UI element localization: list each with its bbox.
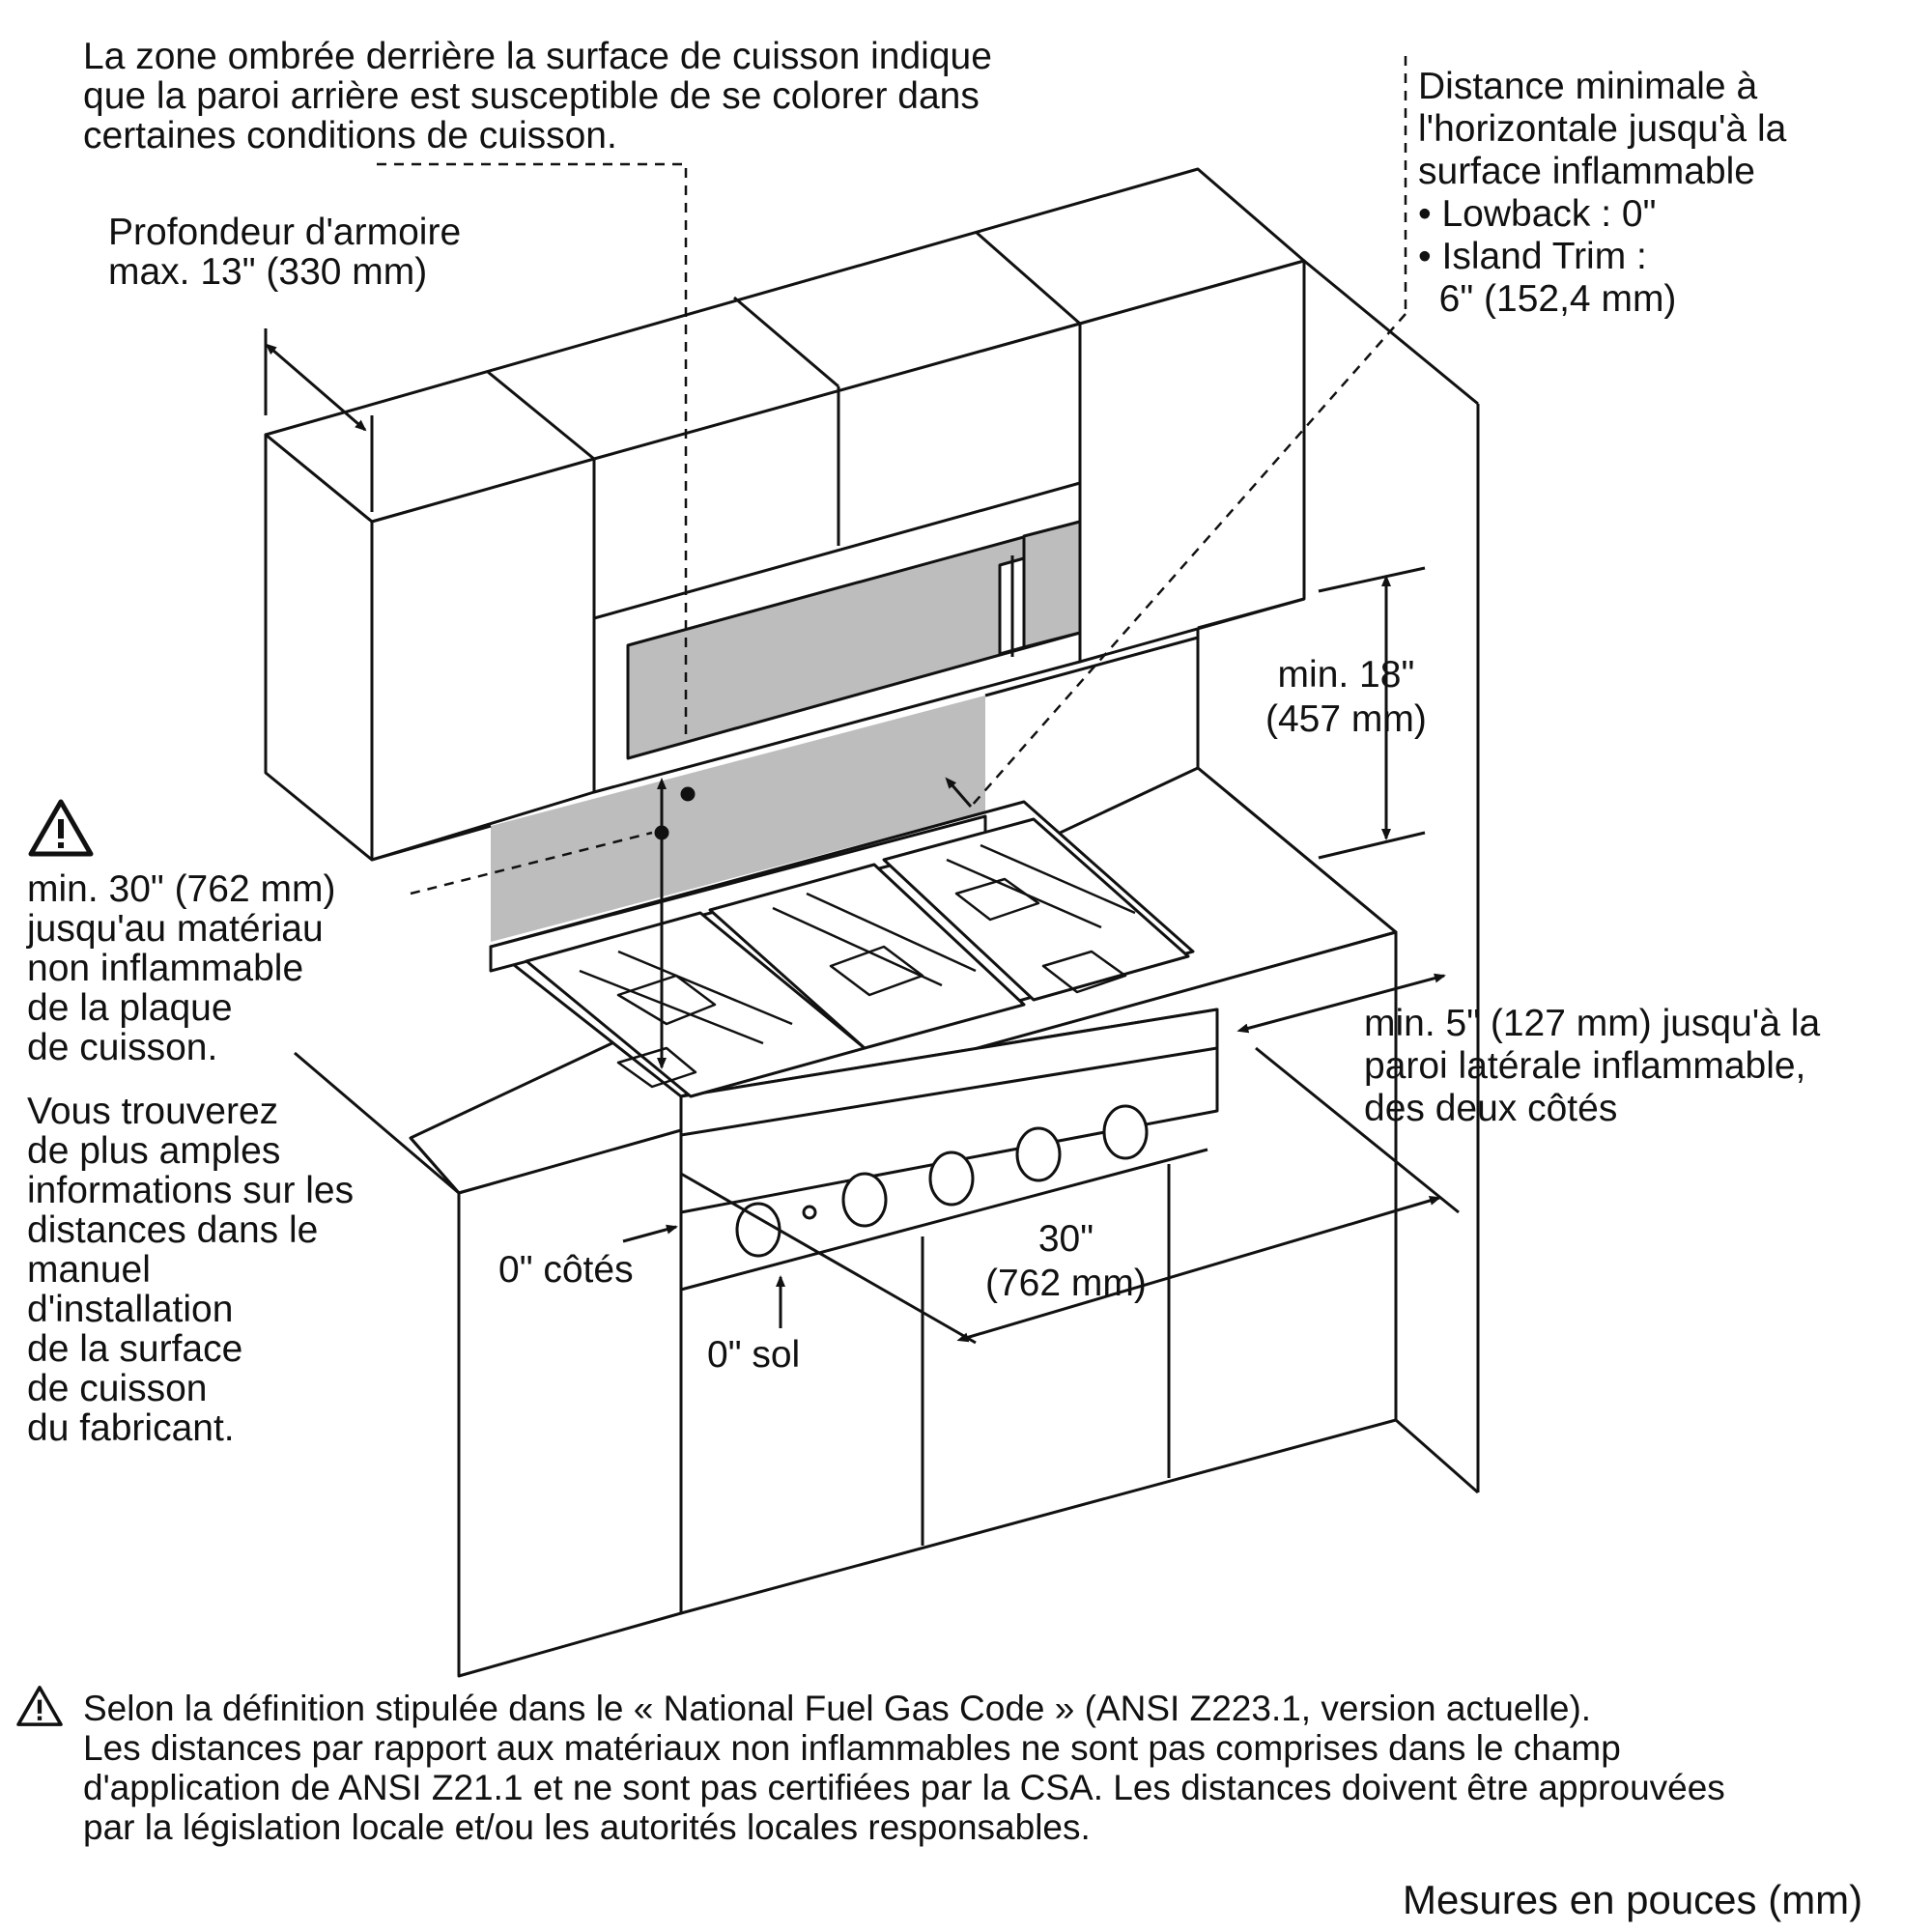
width-30-label: 30" (762 mm) <box>985 1218 1147 1304</box>
cabinet-depth-arrow <box>265 343 367 432</box>
min-30-label: min. 30" (762 mm) jusqu'au matériau non … <box>27 868 336 1068</box>
more-info-label: Vous trouverez de plus amples informatio… <box>27 1091 355 1449</box>
shaded-wall-zone <box>491 696 985 942</box>
upper-cabinets <box>264 167 1306 862</box>
min-18-label: min. 18" (457 mm) <box>1265 654 1427 740</box>
min-5-arrow <box>1236 973 1446 1034</box>
warning-triangle-icon <box>16 1686 63 1726</box>
shaded-zone-note: La zone ombrée derrière la surface de cu… <box>83 36 992 156</box>
cabinet-depth-label: Profondeur d'armoire max. 13" (330 mm) <box>108 212 462 293</box>
sides-0-label: 0" côtés <box>498 1249 634 1291</box>
sides-0-arrow <box>622 1224 678 1243</box>
footnote: Selon la définition stipulée dans le « N… <box>83 1689 1725 1847</box>
warning-triangle-icon <box>28 799 94 857</box>
horizontal-distance-label: Distance minimale à l'horizontale jusqu'… <box>1418 66 1787 320</box>
floor-0-label: 0" sol <box>707 1334 801 1376</box>
units-label: Mesures en pouces (mm) <box>1403 1877 1863 1922</box>
control-knobs <box>735 1104 1149 1258</box>
min-5-label: min. 5" (127 mm) jusqu'à la paroi latéra… <box>1364 1003 1821 1129</box>
width-30-arrow <box>956 1196 1441 1343</box>
